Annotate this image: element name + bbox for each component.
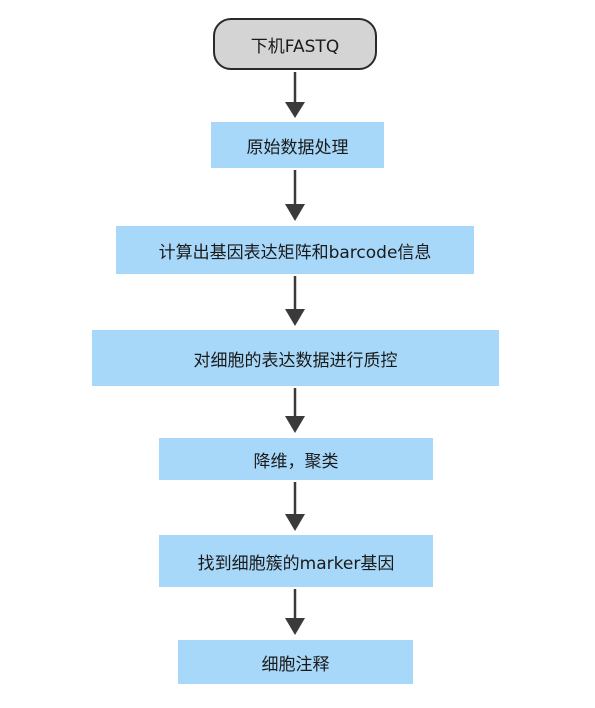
- step-marker-genes: 找到细胞簇的marker基因: [159, 535, 433, 587]
- step-label: 降维，聚类: [253, 451, 339, 472]
- step-dim-reduction-clustering: 降维，聚类: [159, 438, 433, 480]
- step-raw-data-processing: 原始数据处理: [211, 122, 384, 168]
- start-node-fastq: 下机FASTQ: [213, 18, 377, 70]
- arrow-1: [285, 72, 305, 118]
- step-label: 原始数据处理: [246, 137, 349, 158]
- arrow-6: [285, 589, 305, 635]
- step-quality-control: 对细胞的表达数据进行质控: [92, 330, 499, 386]
- arrow-5: [285, 482, 305, 531]
- step-cell-annotation: 细胞注释: [178, 640, 413, 684]
- step-label: 计算出基因表达矩阵和barcode信息: [158, 242, 432, 263]
- arrow-3: [285, 276, 305, 326]
- step-expression-matrix: 计算出基因表达矩阵和barcode信息: [116, 226, 474, 274]
- step-label: 对细胞的表达数据进行质控: [193, 350, 398, 371]
- arrow-2: [285, 170, 305, 221]
- step-label: 细胞注释: [261, 654, 330, 675]
- arrow-4: [285, 388, 305, 433]
- start-node-label: 下机FASTQ: [250, 36, 340, 57]
- step-label: 找到细胞簇的marker基因: [197, 553, 395, 574]
